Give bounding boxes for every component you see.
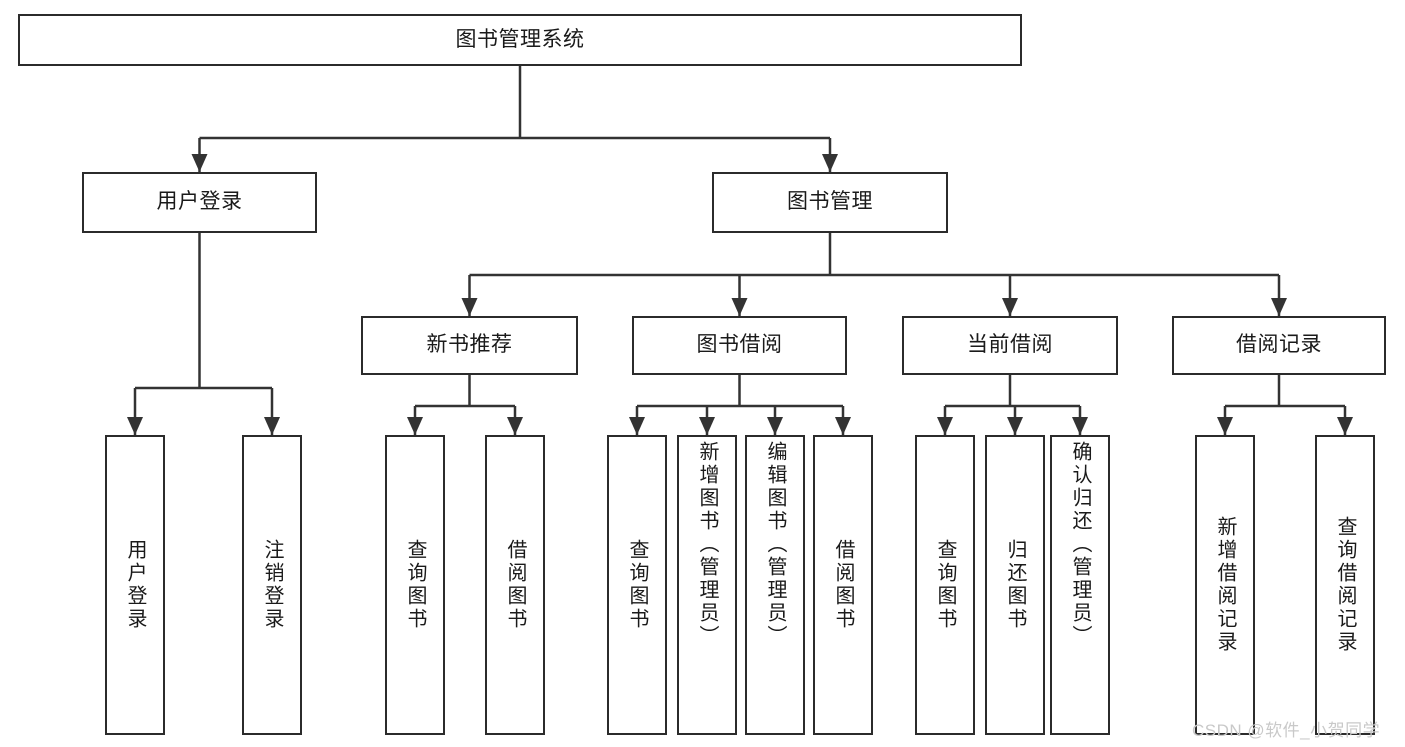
arrowhead-leaf-logout (264, 417, 280, 435)
node-leaf-query-book-3[interactable]: 查询图书 (915, 435, 975, 735)
arrowhead-user-login (191, 154, 208, 172)
node-borrow-record[interactable]: 借阅记录 (1172, 316, 1386, 375)
node-book-borrow[interactable]: 图书借阅 (632, 316, 847, 375)
node-leaf-borrow-book-2[interactable]: 借阅图书 (813, 435, 873, 735)
arrowhead-leaf-confirm-return (1072, 417, 1088, 435)
arrowhead-book-borrow (731, 298, 748, 316)
arrowhead-leaf-query-record (1337, 417, 1353, 435)
node-label-leaf-return-book: 归还图书 (1004, 539, 1026, 631)
node-label-user-login: 用户登录 (156, 190, 243, 214)
node-label-book-manage: 图书管理 (787, 190, 873, 214)
node-label-leaf-borrow-book-2: 借阅图书 (832, 539, 854, 631)
arrowhead-leaf-query-book-2 (629, 417, 645, 435)
arrowhead-leaf-add-book (699, 417, 715, 435)
node-label-leaf-user-login: 用户登录 (124, 539, 146, 631)
arrowhead-book-manage (822, 154, 838, 172)
arrowhead-leaf-query-book-1 (407, 417, 423, 435)
node-root[interactable]: 图书管理系统 (18, 14, 1022, 66)
node-label-book-borrow: 图书借阅 (696, 333, 783, 357)
node-label-leaf-query-book-2: 查询图书 (626, 539, 648, 631)
node-leaf-add-book[interactable]: 新增图书（管理员） (677, 435, 737, 735)
node-leaf-user-login[interactable]: 用户登录 (105, 435, 165, 735)
node-leaf-logout[interactable]: 注销登录 (242, 435, 302, 735)
node-leaf-confirm-return[interactable]: 确认归还（管理员） (1050, 435, 1110, 735)
arrowhead-borrow-record (1271, 298, 1287, 316)
node-label-leaf-query-record: 查询借阅记录 (1334, 516, 1356, 654)
arrowhead-new-book-rec (461, 298, 478, 316)
node-label-leaf-confirm-return: 确认归还（管理员） (1069, 441, 1091, 648)
node-label-leaf-borrow-book-1: 借阅图书 (504, 539, 526, 631)
node-leaf-return-book[interactable]: 归还图书 (985, 435, 1045, 735)
arrowhead-leaf-query-book-3 (937, 417, 953, 435)
node-label-leaf-add-book: 新增图书（管理员） (696, 441, 718, 648)
arrowhead-leaf-borrow-book-2 (835, 417, 851, 435)
arrowhead-leaf-add-record (1217, 417, 1233, 435)
arrowhead-leaf-edit-book (767, 417, 783, 435)
arrowhead-leaf-borrow-book-1 (507, 417, 523, 435)
node-leaf-query-book-1[interactable]: 查询图书 (385, 435, 445, 735)
node-label-root: 图书管理系统 (455, 27, 585, 51)
node-label-leaf-logout: 注销登录 (261, 539, 283, 631)
node-label-leaf-query-book-1: 查询图书 (404, 539, 426, 631)
node-leaf-add-record[interactable]: 新增借阅记录 (1195, 435, 1255, 735)
arrowhead-leaf-return-book (1007, 417, 1023, 435)
node-leaf-query-book-2[interactable]: 查询图书 (607, 435, 667, 735)
node-user-login[interactable]: 用户登录 (82, 172, 317, 233)
node-label-new-book-rec: 新书推荐 (426, 333, 513, 357)
node-label-leaf-query-book-3: 查询图书 (934, 539, 956, 631)
node-current-borrow[interactable]: 当前借阅 (902, 316, 1118, 375)
node-label-current-borrow: 当前借阅 (967, 333, 1053, 357)
node-leaf-query-record[interactable]: 查询借阅记录 (1315, 435, 1375, 735)
node-book-manage[interactable]: 图书管理 (712, 172, 948, 233)
edge-group (127, 66, 1353, 435)
node-label-leaf-edit-book: 编辑图书（管理员） (764, 441, 786, 648)
arrowhead-leaf-user-login (127, 417, 143, 435)
node-label-leaf-add-record: 新增借阅记录 (1214, 516, 1236, 654)
node-leaf-borrow-book-1[interactable]: 借阅图书 (485, 435, 545, 735)
node-leaf-edit-book[interactable]: 编辑图书（管理员） (745, 435, 805, 735)
arrowhead-current-borrow (1002, 298, 1018, 316)
node-new-book-rec[interactable]: 新书推荐 (361, 316, 578, 375)
node-label-borrow-record: 借阅记录 (1236, 333, 1322, 357)
